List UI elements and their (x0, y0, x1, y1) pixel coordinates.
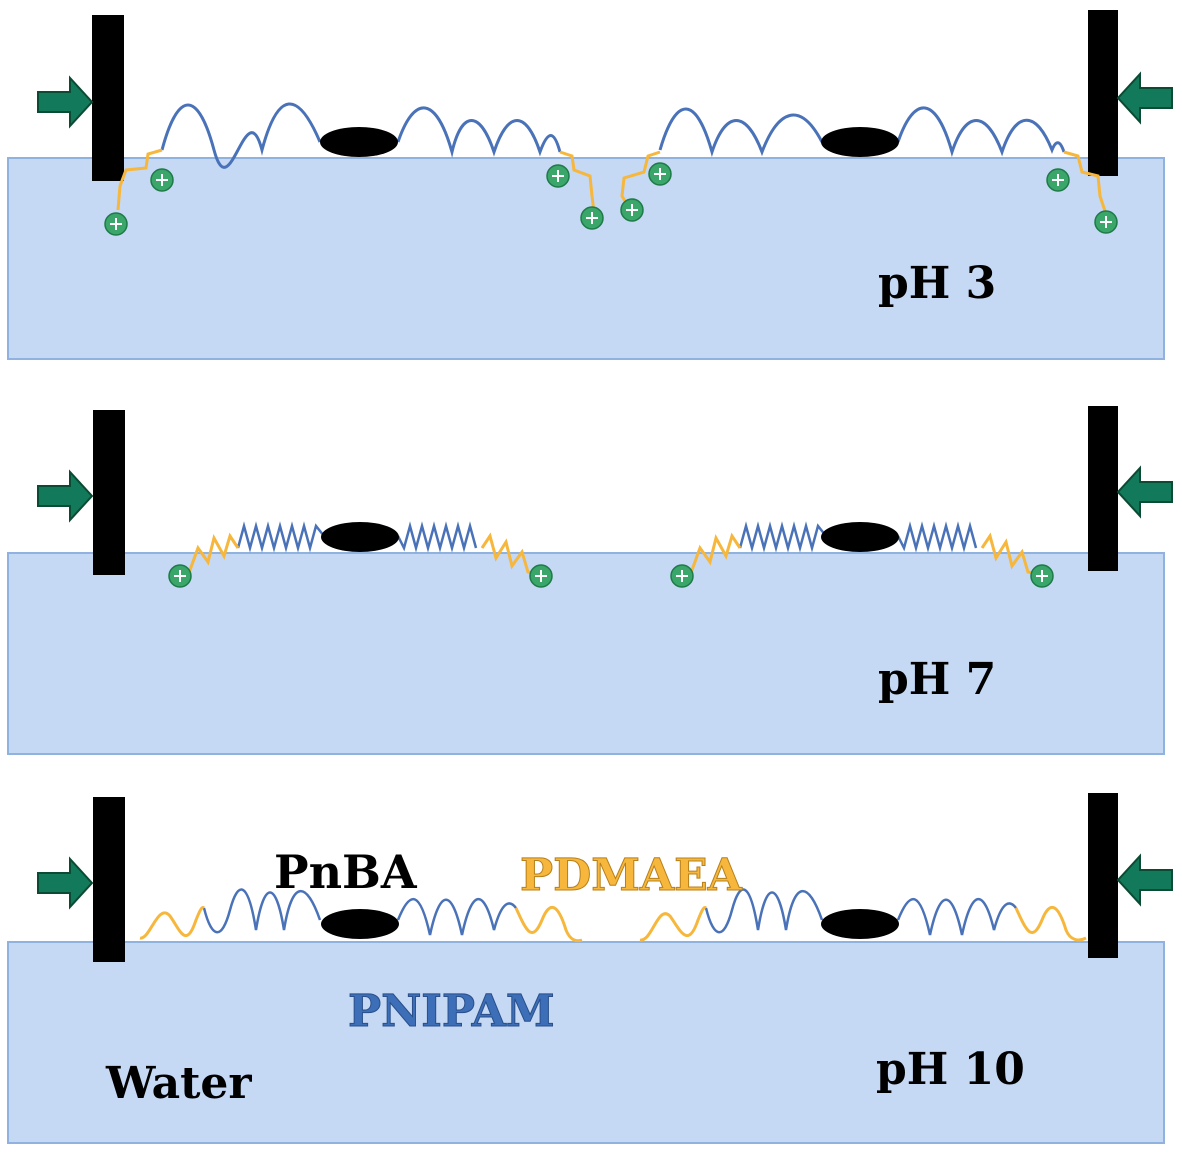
panel-label: pH 10 (876, 1044, 1025, 1095)
pnipam-chain (202, 888, 322, 934)
pnba-core (821, 909, 899, 939)
pnipam-chain (704, 888, 824, 934)
right-barrier (1088, 10, 1118, 176)
right-barrier (1088, 406, 1118, 571)
pnipam-chain (738, 521, 827, 553)
pdmaea-chain (639, 906, 708, 942)
plus-charge-icon (1046, 168, 1070, 192)
plus-charge-icon (168, 564, 192, 588)
plus-charge-icon (104, 212, 128, 236)
plus-charge-icon (150, 168, 174, 192)
pdmaea-chain (116, 148, 163, 211)
pnba-core (321, 909, 399, 939)
pdmaea-chain (980, 532, 1039, 576)
water-subphase (7, 157, 1165, 360)
plus-charge-icon (580, 206, 604, 230)
pdmaea-chain (514, 906, 583, 943)
left-barrier (93, 410, 125, 575)
plus-charge-icon (529, 564, 553, 588)
pnba-core (320, 127, 398, 157)
pdmaea-label: PDMAEA (520, 850, 743, 901)
pdmaea-chain (1063, 150, 1108, 215)
plus-charge-icon (546, 164, 570, 188)
pdmaea-chain (620, 150, 661, 207)
pnba-core (321, 522, 399, 552)
pnipam-chain (896, 521, 978, 553)
pnba-core (821, 127, 899, 157)
pnipam-chain (396, 897, 517, 936)
water-subphase (7, 941, 1165, 1144)
panel-label: pH 3 (878, 258, 996, 309)
water-label: Water (105, 1058, 252, 1109)
pnipam-chain (396, 521, 478, 553)
right-barrier (1088, 793, 1118, 958)
left-barrier (92, 15, 124, 181)
left-barrier (93, 797, 125, 962)
panel-ph10: PnBA PDMAEA PNIPAM Water pH 10 (7, 793, 1173, 1144)
pnipam-chain (160, 102, 322, 169)
pdmaea-chain (480, 532, 539, 576)
pnipam-chain (236, 521, 325, 553)
left-arrow-icon (37, 469, 94, 523)
pnba-label: PnBA (274, 845, 418, 899)
plus-charge-icon (620, 198, 644, 222)
pdmaea-chain (179, 532, 240, 576)
pdmaea-chain (559, 150, 596, 213)
right-arrow-icon (1116, 71, 1173, 125)
left-arrow-icon (37, 856, 94, 910)
plus-charge-icon (670, 564, 694, 588)
right-arrow-icon (1116, 853, 1173, 907)
right-arrow-icon (1116, 465, 1173, 519)
pnipam-chain (396, 106, 562, 158)
plus-charge-icon (1094, 210, 1118, 234)
panel-label: pH 7 (878, 654, 996, 705)
pnipam-chain (658, 107, 824, 158)
pnipam-chain (896, 897, 1017, 936)
pnba-core (821, 522, 899, 552)
pdmaea-chain (1014, 906, 1087, 942)
pdmaea-chain (139, 906, 206, 940)
panel-ph3: pH 3 (7, 10, 1173, 360)
panel-ph7: pH 7 (7, 406, 1173, 755)
pnipam-label: PNIPAM (348, 986, 555, 1037)
water-subphase (7, 552, 1165, 755)
plus-charge-icon (648, 162, 672, 186)
pnipam-chain (896, 106, 1066, 158)
plus-charge-icon (1030, 564, 1054, 588)
pdmaea-chain (681, 532, 742, 576)
left-arrow-icon (37, 75, 94, 129)
